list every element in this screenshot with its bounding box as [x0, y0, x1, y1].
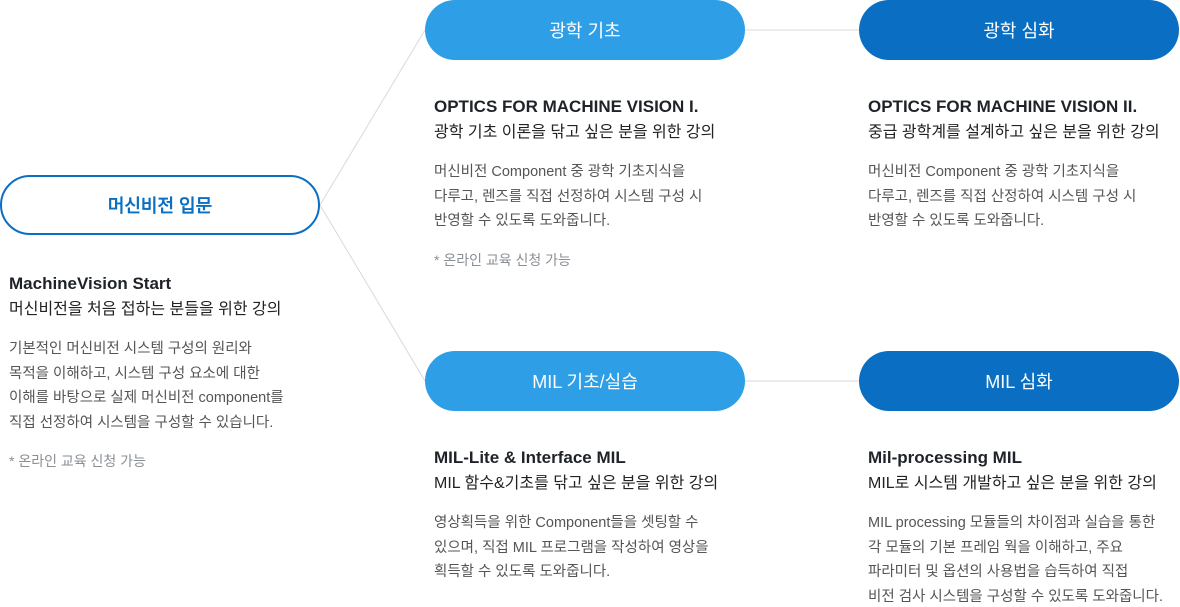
card-description: 영상획득을 위한 Component들을 셋팅할 수 있으며, 직접 MIL 프…: [434, 515, 709, 580]
card-title-en: Mil-processing MIL: [868, 448, 1022, 467]
card-title-ko: 광학 기초 이론을 닦고 싶은 분을 위한 강의: [434, 124, 716, 141]
card-description: 머신비전 Component 중 광학 기초지식을 다루고, 렌즈를 직접 선정…: [434, 164, 703, 229]
mil-advanced-card: Mil-processing MIL MIL로 시스템 개발하고 싶은 분을 위…: [868, 446, 1163, 607]
mil-basic-button[interactable]: MIL 기초/실습: [425, 351, 745, 411]
connector-start-mil: [319, 204, 426, 382]
online-note: * 온라인 교육 신청 가능: [434, 251, 571, 268]
optics-advanced-card: OPTICS FOR MACHINE VISION II. 중급 광학계를 설계…: [868, 95, 1160, 234]
card-title-ko: MIL 함수&기초를 닦고 싶은 분을 위한 강의: [434, 475, 719, 492]
mil-advanced-label: MIL 심화: [985, 372, 1053, 392]
mil-advanced-button[interactable]: MIL 심화: [859, 351, 1179, 411]
optics-basic-label: 광학 기초: [549, 21, 621, 41]
card-description: MIL processing 모듈들의 차이점과 실습을 통한 각 모듈의 기본…: [868, 515, 1163, 605]
card-description: 머신비전 Component 중 광학 기초지식을 다루고, 렌즈를 직접 산정…: [868, 164, 1137, 229]
card-title-ko: 머신비전을 처음 접하는 분들을 위한 강의: [9, 301, 282, 318]
online-note: * 온라인 교육 신청 가능: [9, 453, 146, 469]
optics-advanced-button[interactable]: 광학 심화: [859, 0, 1179, 60]
optics-basic-button[interactable]: 광학 기초: [425, 0, 745, 60]
machine-vision-start-card: MachineVision Start 머신비전을 처음 접하는 분들을 위한 …: [9, 272, 284, 471]
mil-basic-label: MIL 기초/실습: [532, 372, 638, 392]
connector-start-optics: [319, 29, 426, 206]
card-title-ko: 중급 광학계를 설계하고 싶은 분을 위한 강의: [868, 124, 1160, 141]
machine-vision-start-button[interactable]: 머신비전 입문: [0, 175, 320, 235]
optics-basic-card: OPTICS FOR MACHINE VISION I. 광학 기초 이론을 닦…: [434, 95, 715, 270]
card-title-en: MachineVision Start: [9, 274, 172, 293]
optics-advanced-label: 광학 심화: [983, 21, 1055, 41]
card-title-en: OPTICS FOR MACHINE VISION II.: [868, 97, 1138, 116]
card-description: 기본적인 머신비전 시스템 구성의 원리와 목적을 이해하고, 시스템 구성 요…: [9, 341, 284, 431]
card-title-en: MIL-Lite & Interface MIL: [434, 448, 626, 467]
card-title-ko: MIL로 시스템 개발하고 싶은 분을 위한 강의: [868, 475, 1157, 492]
mil-basic-card: MIL-Lite & Interface MIL MIL 함수&기초를 닦고 싶…: [434, 446, 718, 585]
machine-vision-start-label: 머신비전 입문: [107, 196, 213, 216]
card-title-en: OPTICS FOR MACHINE VISION I.: [434, 97, 699, 116]
